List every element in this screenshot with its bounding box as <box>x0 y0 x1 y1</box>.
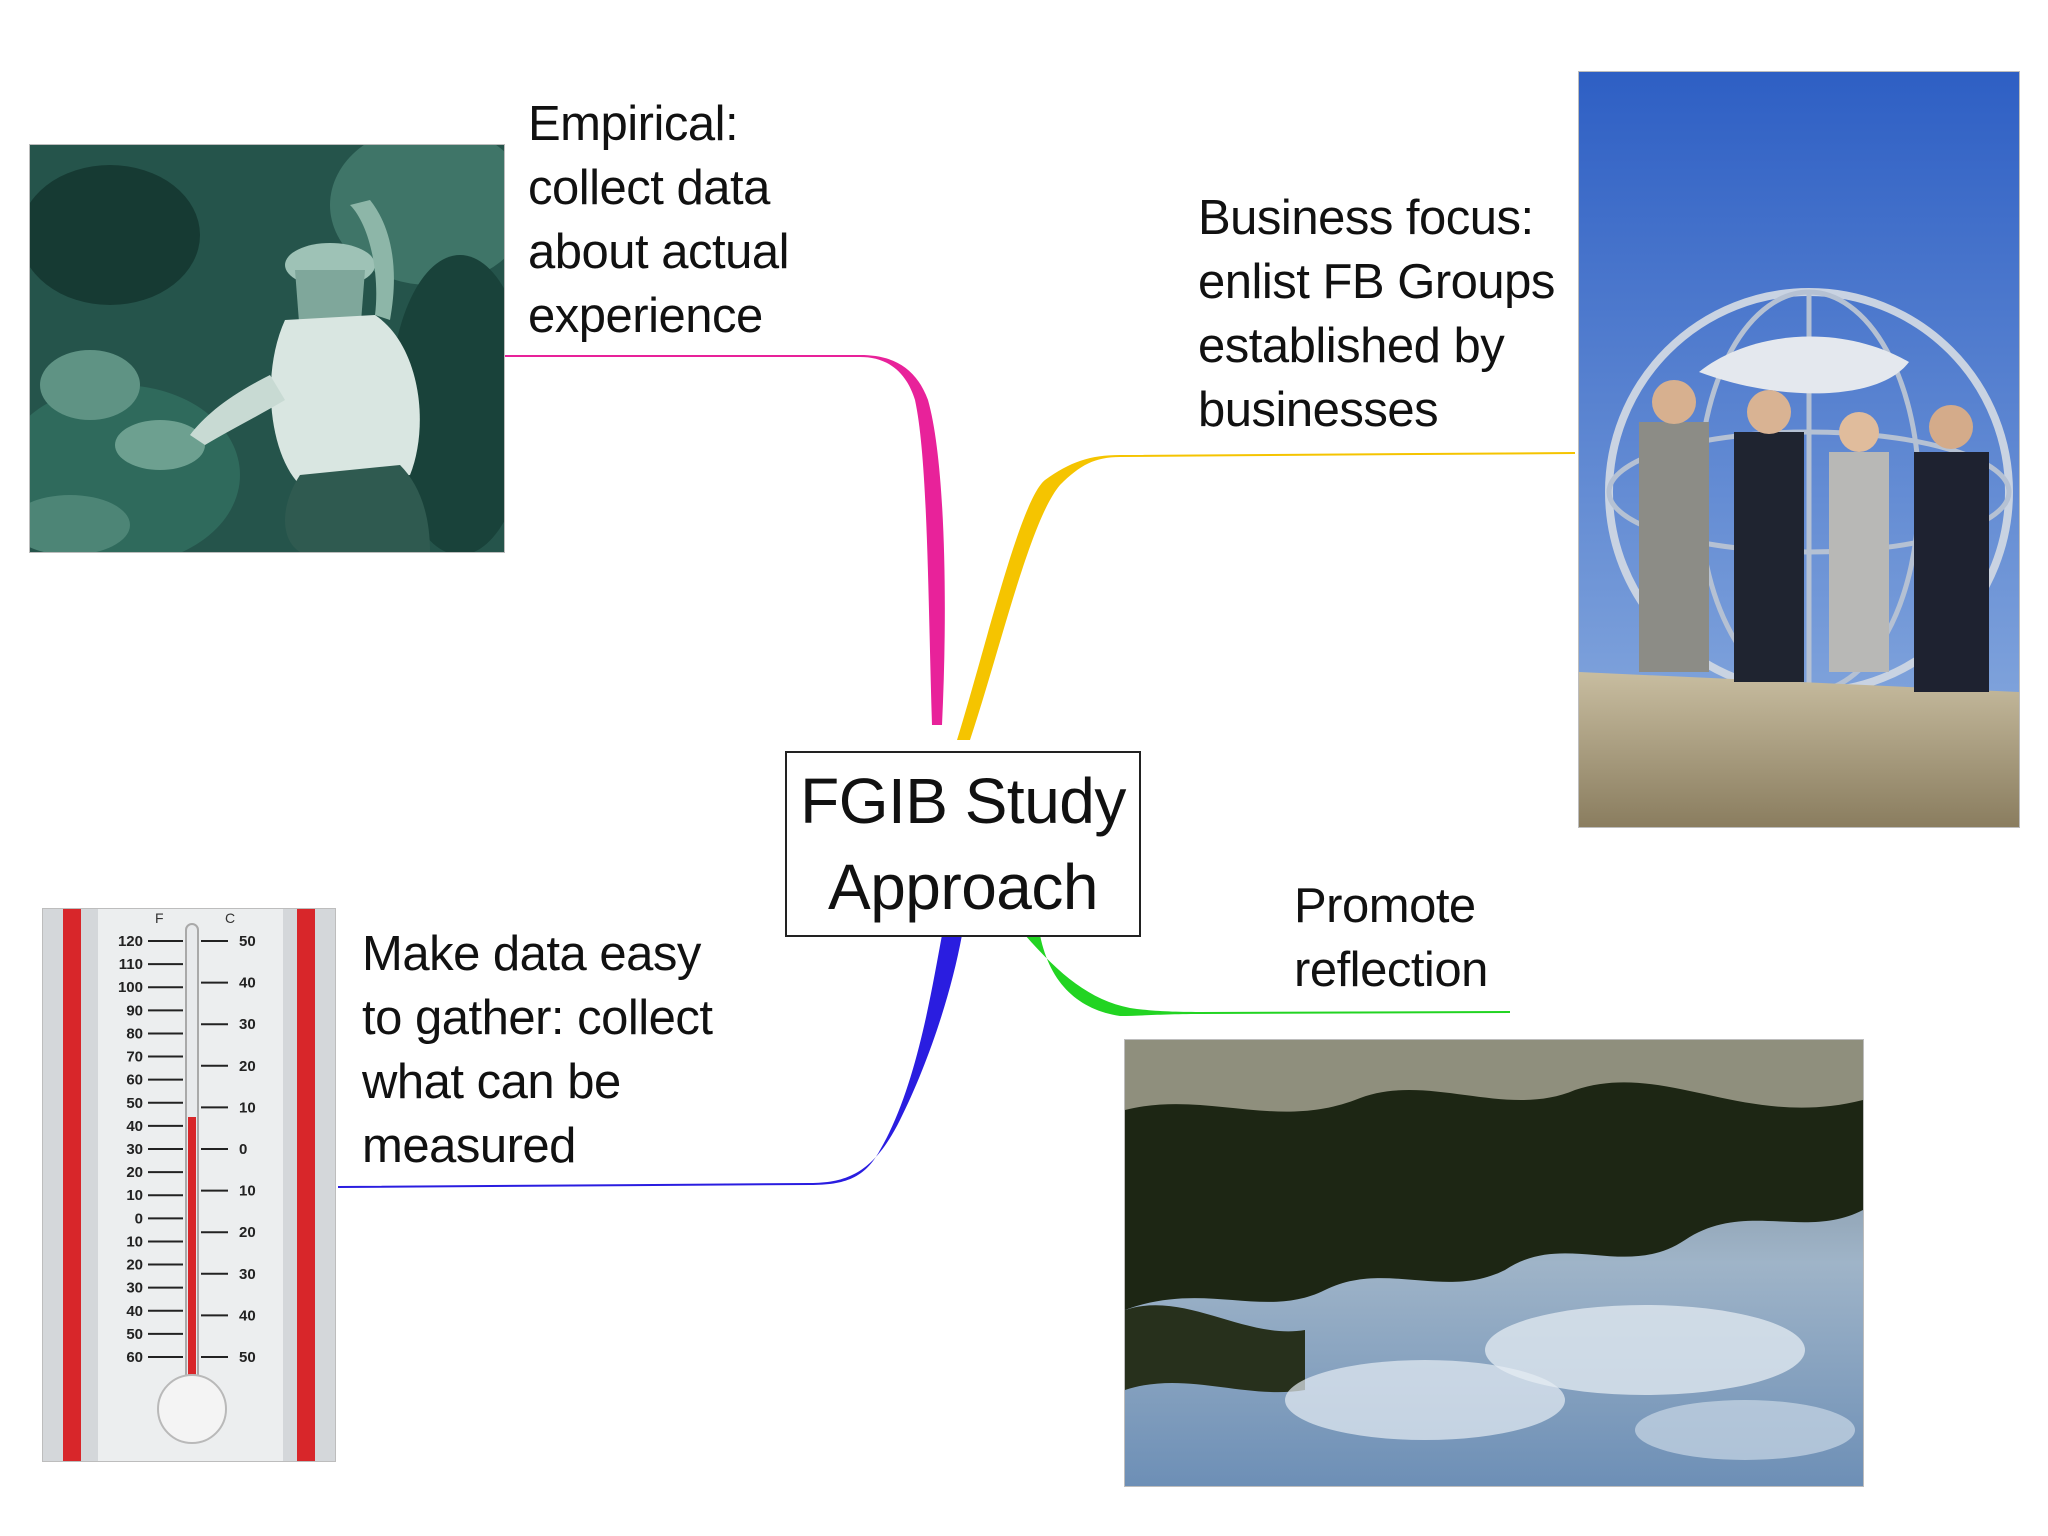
f-ticks-label: 40 <box>126 1118 143 1135</box>
f-ticks-label: 90 <box>126 1002 143 1019</box>
reflection-line-2: reflection <box>1294 943 1488 997</box>
f-ticks-label: 100 <box>118 979 143 996</box>
measure-line-1: Make data easy <box>362 927 701 981</box>
c-ticks-label: 20 <box>239 1058 256 1075</box>
c-ticks-label: 20 <box>239 1224 256 1241</box>
f-ticks-label: 10 <box>126 1233 143 1250</box>
measure-label: Make data easy to gather: collect what c… <box>362 922 713 1178</box>
reflection-line-1: Promote <box>1294 879 1476 933</box>
central-line-2: Approach <box>828 851 1098 923</box>
central-line-1: FGIB Study <box>800 765 1126 837</box>
business-branch <box>957 452 1575 740</box>
empirical-label: Empirical: collect data about actual exp… <box>528 92 790 348</box>
f-ticks-label: 80 <box>126 1025 143 1042</box>
empirical-line-4: experience <box>528 289 763 343</box>
f-ticks-label: 70 <box>126 1049 143 1066</box>
f-ticks-label: 10 <box>126 1187 143 1204</box>
water-reflection-photo <box>1124 1039 1864 1487</box>
f-ticks-label: 120 <box>118 933 143 950</box>
empirical-line-2: collect data <box>528 161 770 215</box>
c-ticks-label: 10 <box>239 1183 256 1200</box>
f-ticks-label: 110 <box>119 956 143 973</box>
f-ticks-label: 50 <box>126 1326 143 1343</box>
c-ticks-label: 10 <box>239 1099 256 1116</box>
reflection-label: Promote reflection <box>1294 874 1488 1002</box>
f-ticks-label: 40 <box>126 1303 143 1320</box>
fahrenheit-label: F <box>155 910 164 926</box>
c-ticks-label: 50 <box>239 1349 256 1366</box>
f-ticks-label: 30 <box>126 1280 143 1297</box>
c-ticks-label: 30 <box>239 1016 256 1033</box>
celsius-label: C <box>225 910 235 926</box>
business-label: Business focus: enlist FB Groups establi… <box>1198 186 1555 442</box>
f-ticks-label: 50 <box>126 1095 143 1112</box>
f-ticks-label: 20 <box>126 1257 143 1274</box>
business-people-globe-photo <box>1578 71 2020 828</box>
f-ticks-label: 30 <box>126 1141 143 1158</box>
c-ticks-label: 40 <box>239 1307 256 1324</box>
field-researcher-photo <box>29 144 505 553</box>
central-node: FGIB Study Approach <box>785 751 1141 937</box>
c-ticks-label: 30 <box>239 1266 256 1283</box>
business-line-2: enlist FB Groups <box>1198 255 1555 309</box>
measure-line-4: measured <box>362 1119 576 1173</box>
c-ticks-label: 0 <box>239 1141 247 1158</box>
empirical-branch <box>505 355 945 725</box>
business-line-1: Business focus: <box>1198 191 1534 245</box>
empirical-line-3: about actual <box>528 225 790 279</box>
f-ticks-label: 60 <box>126 1349 143 1366</box>
measure-line-2: to gather: collect <box>362 991 713 1045</box>
c-ticks-label: 40 <box>239 975 256 992</box>
measure-line-3: what can be <box>362 1055 621 1109</box>
empirical-line-1: Empirical: <box>528 97 739 151</box>
f-ticks-label: 0 <box>135 1210 143 1227</box>
f-ticks-label: 20 <box>126 1164 143 1181</box>
business-line-3: established by <box>1198 319 1505 373</box>
c-ticks-label: 50 <box>239 933 256 950</box>
f-ticks-label: 60 <box>126 1072 143 1089</box>
business-line-4: businesses <box>1198 383 1439 437</box>
